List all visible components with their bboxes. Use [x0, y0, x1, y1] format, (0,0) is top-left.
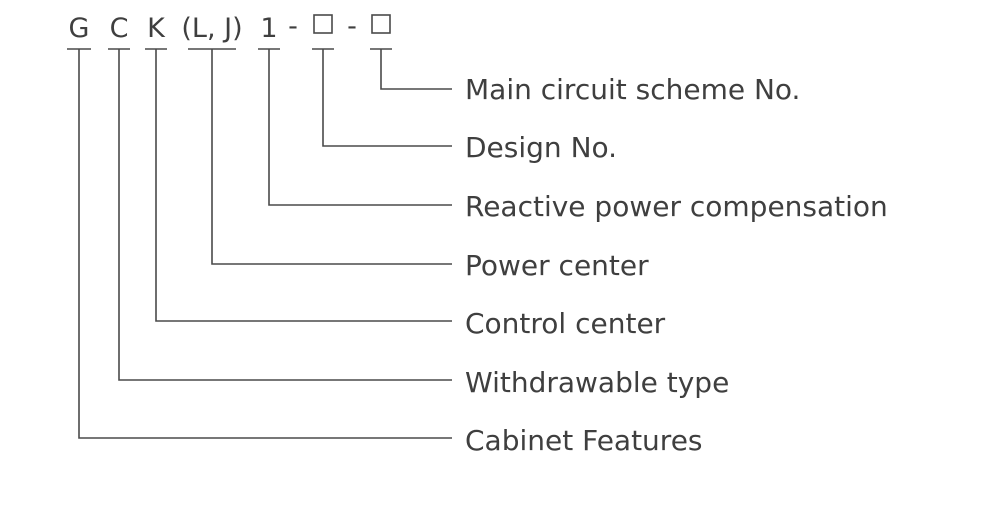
leader-control-center	[155, 49, 452, 322]
code-dash-1: -	[288, 11, 298, 42]
leader-reactive	[268, 49, 452, 206]
leader-lines	[78, 49, 452, 439]
model-code: G C K (L, J) 1 - -	[69, 11, 391, 44]
code-letter-k: K	[147, 13, 166, 44]
code-dash-2: -	[347, 11, 357, 42]
label-power-center: Power center	[465, 249, 649, 282]
main-circuit-placeholder-box	[371, 14, 391, 34]
code-letter-c: C	[110, 13, 129, 44]
label-control-center: Control center	[465, 307, 666, 340]
code-lj: (L, J)	[181, 13, 242, 44]
design-no-placeholder-box	[313, 14, 333, 34]
leader-main-circuit	[380, 49, 452, 90]
leader-withdrawable	[118, 49, 452, 381]
description-labels: Main circuit scheme No. Design No. React…	[465, 73, 888, 457]
label-cabinet-features: Cabinet Features	[465, 424, 703, 457]
label-reactive-power-compensation: Reactive power compensation	[465, 190, 888, 223]
code-digit-one: 1	[260, 13, 277, 44]
code-letter-g: G	[69, 13, 90, 44]
label-main-circuit-scheme: Main circuit scheme No.	[465, 73, 800, 106]
leader-power-center	[211, 49, 452, 265]
label-withdrawable-type: Withdrawable type	[465, 366, 729, 399]
leader-design	[322, 49, 452, 147]
label-design-no: Design No.	[465, 131, 617, 164]
leader-cabinet	[78, 49, 452, 439]
